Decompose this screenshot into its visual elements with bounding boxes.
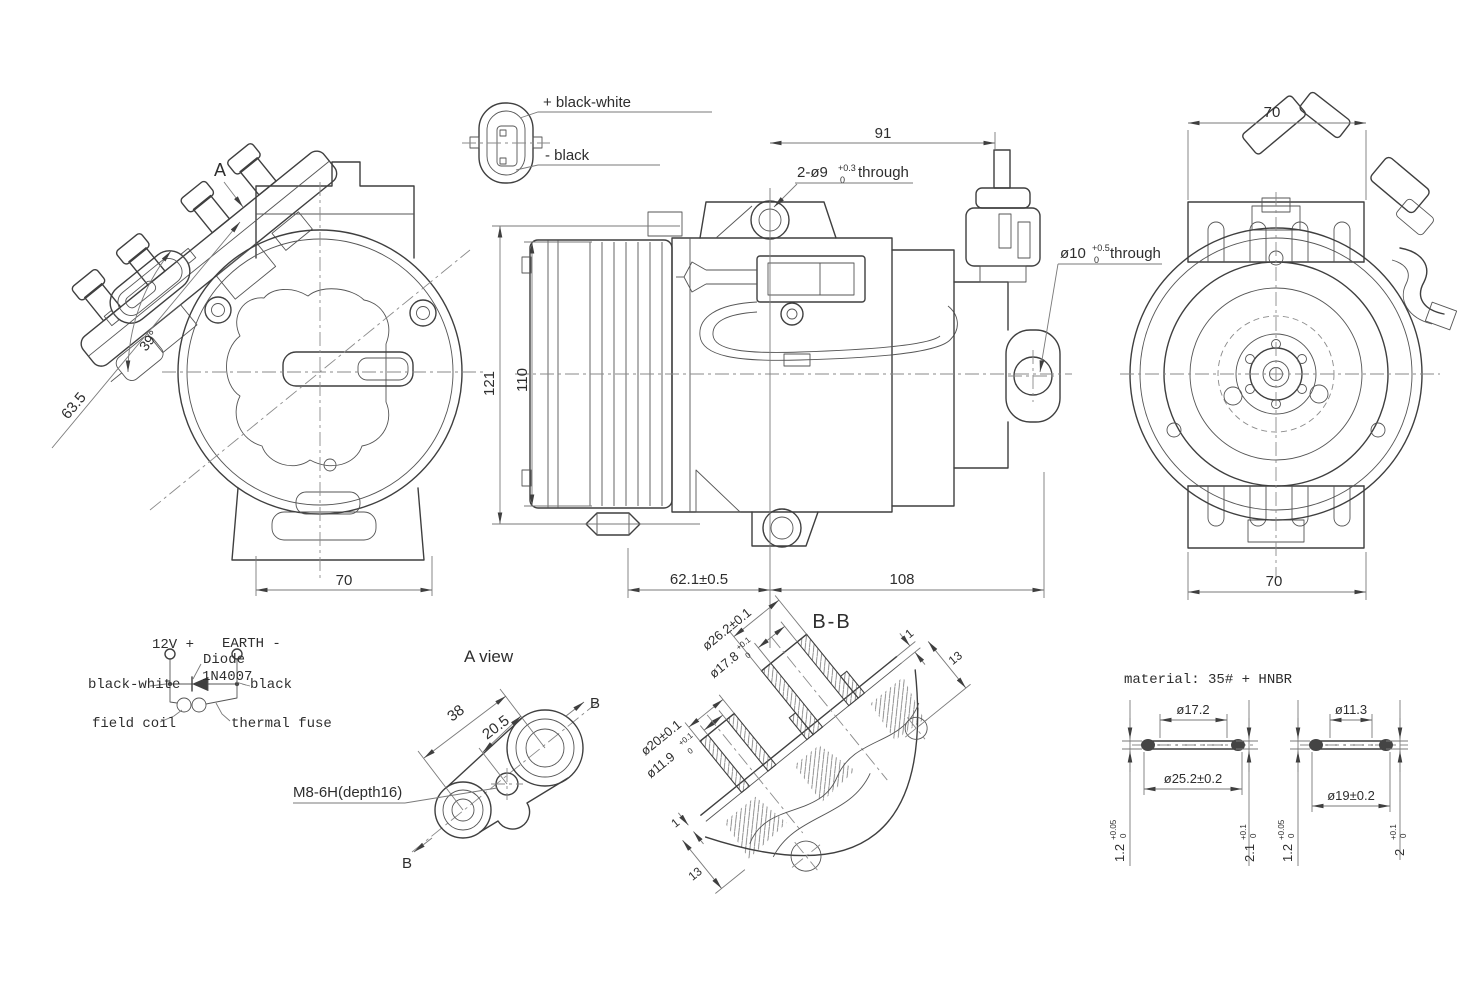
side-view: 91 2-ø9 +0.3 0 through ø10 +0.5 0 throug… [481,125,1162,648]
circuit-thermal-fuse-label: thermal fuse [231,716,332,732]
dim-121: 121 [481,371,498,396]
material-note: material: 35# + HNBR [1124,672,1293,688]
front-width-bottom: 70 [1266,573,1283,590]
gasket-left-inner-dim: ø17.2 [1176,702,1209,717]
bb-dim-inner-sub: 0 [743,650,753,660]
bb-dim-outer2: ø20±0.1 [638,717,684,759]
gasket-right-outer-dim: ø19±0.2 [1327,788,1375,803]
bb-depth-bore: 13 [946,648,965,667]
circuit-wire-pos-label: black-white [88,677,180,693]
gasket-left-thickness-left-main: 1.2 [1112,844,1127,862]
rear-width-dim: 70 [336,572,353,589]
gasket-left-thickness-left-sub: 0 [1119,833,1128,838]
section-b-lower: B [402,855,412,872]
bb-dim-inner2-sup: +0.1 [677,731,695,748]
rear-manifold [71,143,338,367]
bb-depth-lip2: 1 [668,815,682,830]
circuit-diode-label: Diode [203,652,245,668]
a-view-detail: A view 38 20.5 B B M8-6H(depth16) [293,647,600,872]
gasket-right-inner-dim: ø11.3 [1335,702,1367,717]
circuit-supply-label: 12V + [152,637,194,653]
circuit-diode-part: 1N4007 [202,669,252,685]
hole-side-sup: +0.5 [1092,243,1110,253]
connector-plus-label: + black-white [543,94,631,111]
section-bb-title: B-B [812,611,851,633]
connector-detail: + black-white - black [462,94,712,184]
hole-side-main: ø10 [1060,245,1086,262]
connector-minus-label: - black [545,147,590,164]
gasket-left-thickness-left-sup: +0.05 [1109,819,1118,840]
a-view-dim-38: 38 [444,702,468,726]
holes-note-main: 2-ø9 [797,164,828,181]
holes-note-sub: 0 [840,175,845,185]
gasket-right-thickness-left-main: 1.2 [1280,844,1295,862]
gasket-right-thickness-right-main: 2 [1392,849,1407,856]
thread-note: M8-6H(depth16) [293,784,402,801]
holes-note-sup: +0.3 [838,163,856,173]
gasket-left-outer-dim: ø25.2±0.2 [1164,771,1222,786]
circuit-wire-neg-label: black [250,677,292,693]
gasket-right: ø11.3 ø19±0.2 1.2 +0.05 0 2 +0.1 0 [1277,700,1408,866]
bb-dim-inner-sup: +0.1 [734,635,752,652]
dim-108: 108 [889,571,914,588]
view-a-label: A [214,160,226,180]
holes-note-suffix: through [858,164,909,181]
gasket-left: ø17.2 ø25.2±0.2 1.2 +0.05 0 2.1 +0.1 [1109,700,1258,866]
bb-section-detail: ø26.2±0.1 ø17.8 +0.1 0 ø20±0.1 ø11.9 +0.… [638,595,971,894]
section-b-upper: B [590,695,600,712]
wiring-circuit: 12V + EARTH - Diode 1N4007 black-white b… [88,636,332,732]
bb-dim-inner2-sub: 0 [686,746,696,756]
rear-angle-dim: 39° [136,327,162,354]
dim-91: 91 [875,125,892,142]
bb-depth-bore2: 13 [686,864,705,883]
hole-side-suffix: through [1110,245,1161,262]
gasket-left-thickness-right-sub: 0 [1249,833,1258,838]
gasket-left-thickness-right-main: 2.1 [1242,844,1257,862]
gasket-right-thickness-right-sub: 0 [1399,833,1408,838]
dim-110: 110 [514,368,531,392]
gasket-right-thickness-left-sup: +0.05 [1277,819,1286,840]
circuit-earth-label: EARTH - [222,636,281,652]
gasket-right-thickness-left-sub: 0 [1287,833,1296,838]
bb-dim-inner-main: ø17.8 [706,648,741,681]
gasket-left-thickness-right-sup: +0.1 [1239,824,1248,840]
rear-radius-dim: 63.5 [58,389,90,422]
a-view-title: A view [464,647,514,666]
hole-side-sub: 0 [1094,255,1099,265]
front-view: 70 70 [1120,91,1458,600]
gasket-sections: material: 35# + HNBR ø17.2 ø25.2±0.2 1.2 [1109,672,1408,866]
rear-view: 70 63.5 39° A [51,143,486,596]
circuit-field-coil-label: field coil [92,716,176,732]
front-width-top: 70 [1264,104,1281,121]
dim-62-1: 62.1±0.5 [670,571,728,588]
gasket-right-thickness-right-sup: +0.1 [1389,824,1398,840]
